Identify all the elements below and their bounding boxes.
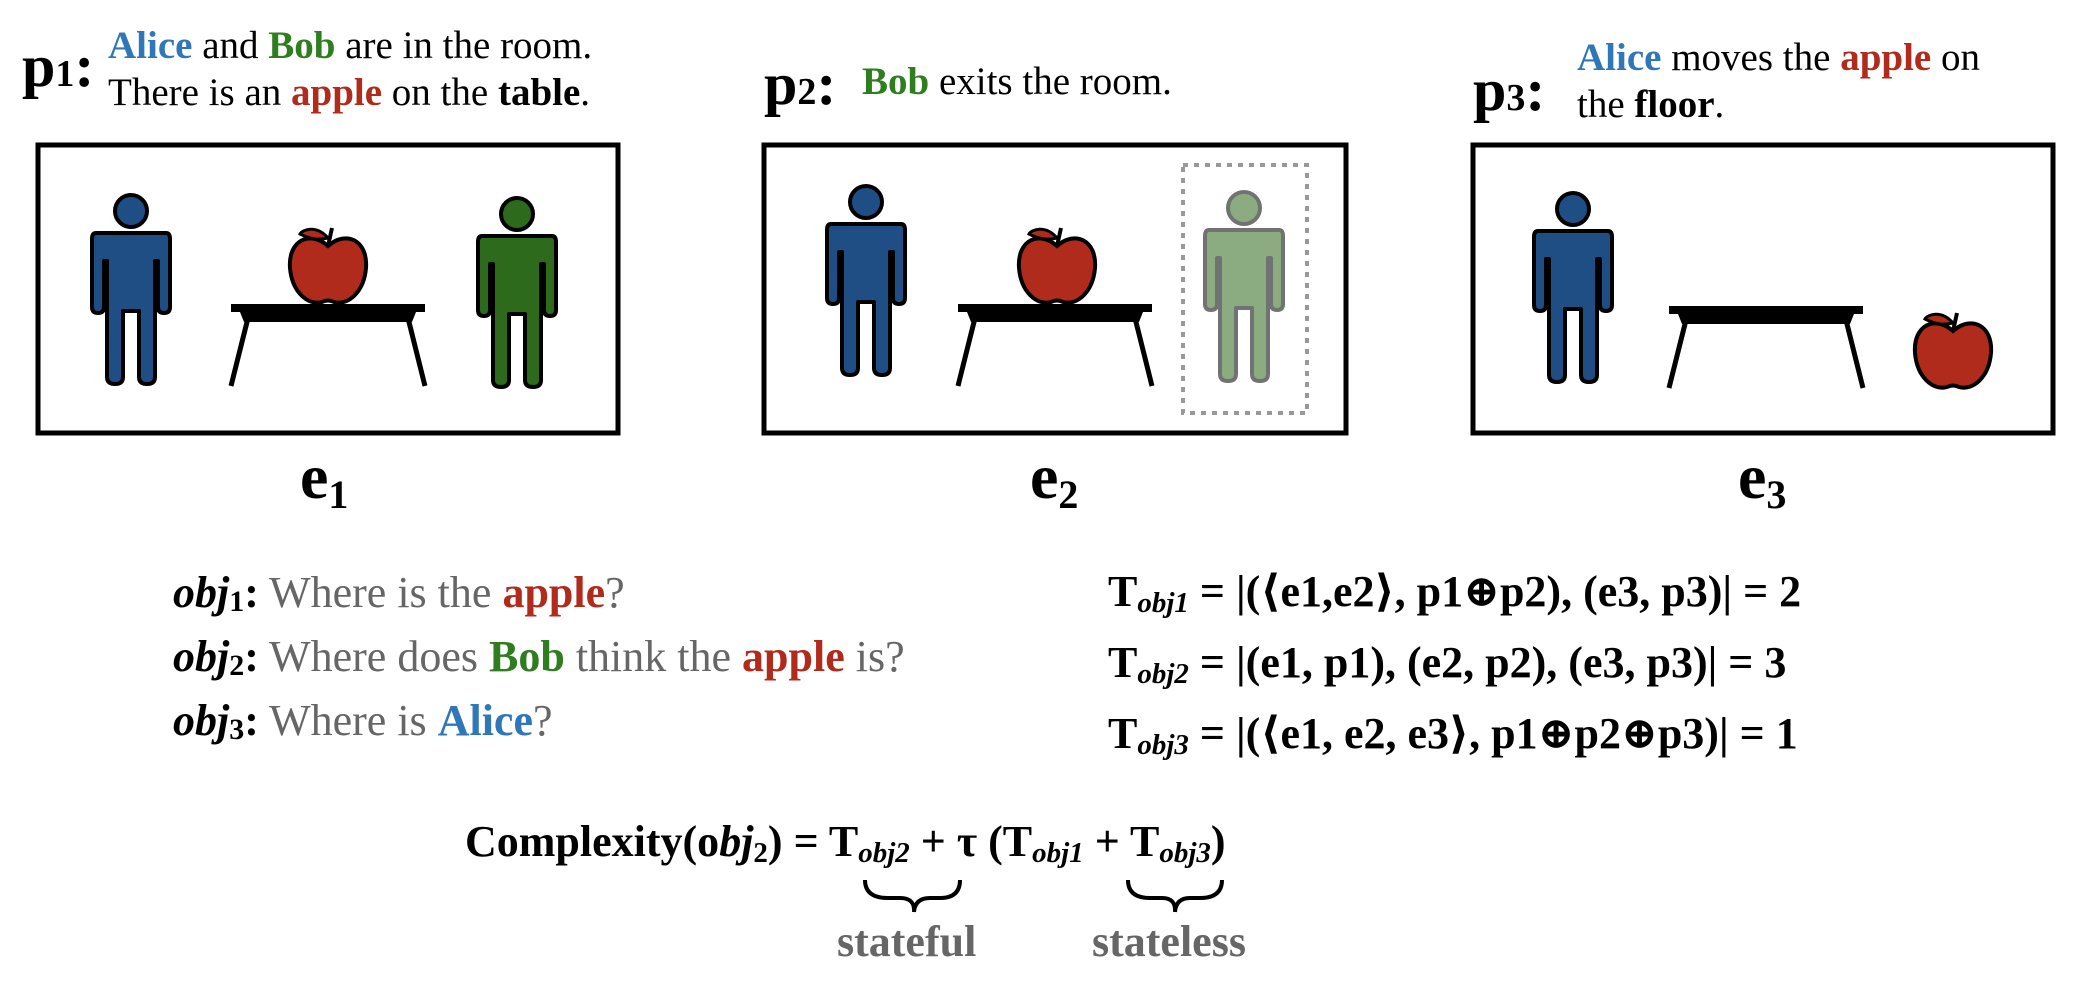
apple-icon-2 (1016, 226, 1098, 305)
stateless-label: stateless (1092, 917, 1246, 966)
objectives-list: obj1: Where is the apple? obj2: Where do… (173, 565, 905, 757)
floor-word: floor (1634, 83, 1715, 126)
apple-icon-1 (287, 226, 369, 305)
bob-name: Bob (862, 60, 930, 103)
bob-person-icon-1 (476, 196, 558, 389)
objective-1: obj1: Where is the apple? (173, 568, 625, 618)
p2-label: p2: (764, 51, 837, 117)
e3-label: e3 (1738, 441, 1787, 517)
formula-list: Tobj1 = |(⟨e1,e2⟩, p1⊕p2), (e3, p3)| = 2… (1108, 562, 1801, 775)
table-icon-2 (958, 304, 1152, 386)
bob-exit-dotted-box (1181, 163, 1309, 415)
complexity-formula: Complexity(obj2) = Tobj2 + τ (Tobj1 + To… (465, 817, 1226, 869)
stateful-brace (863, 879, 962, 913)
table-word: table (497, 71, 581, 114)
apple-word: apple (291, 71, 383, 114)
alice-name: Alice (108, 24, 193, 67)
p2-caption: Bob exits the room. (862, 60, 1172, 103)
table-icon-3 (1669, 306, 1863, 388)
objective-3: obj3: Where is Alice? (173, 696, 553, 746)
stateful-label: stateful (837, 917, 977, 966)
stateless-brace (1126, 879, 1224, 913)
p3-caption: Alice moves the apple on the floor. (1577, 36, 1980, 126)
alice-name: Alice (1577, 36, 1662, 79)
scene-frame-1 (35, 142, 621, 436)
p3-label: p3: (1473, 57, 1546, 123)
scene-frame-2 (761, 142, 1349, 436)
formula-obj1: Tobj1 = |(⟨e1,e2⟩, p1⊕p2), (e3, p3)| = 2 (1108, 567, 1802, 619)
objective-2: obj2: Where does Bob think the apple is? (173, 632, 905, 682)
bob-name: Bob (268, 24, 336, 67)
p1-label: p1: (22, 33, 95, 99)
apple-word: apple (1840, 36, 1932, 79)
bob-ghost-person-icon (1203, 190, 1285, 383)
alice-person-icon-3 (1532, 191, 1614, 384)
p1-caption: Alice and Bob are in the room. There is … (108, 24, 593, 114)
apple-icon-3 (1912, 311, 1994, 390)
alice-person-icon-2 (825, 184, 907, 377)
e2-label: e2 (1030, 441, 1079, 517)
table-icon-1 (231, 304, 425, 386)
formula-obj2: Tobj2 = |(e1, p1), (e2, p2), (e3, p3)| =… (1108, 638, 1787, 690)
scene-frame-3 (1470, 142, 2056, 436)
alice-person-icon-1 (90, 193, 172, 386)
formula-obj3: Tobj3 = |(⟨e1, e2, e3⟩, p1⊕p2⊕p3)| = 1 (1108, 709, 1798, 761)
e1-label: e1 (300, 441, 349, 517)
